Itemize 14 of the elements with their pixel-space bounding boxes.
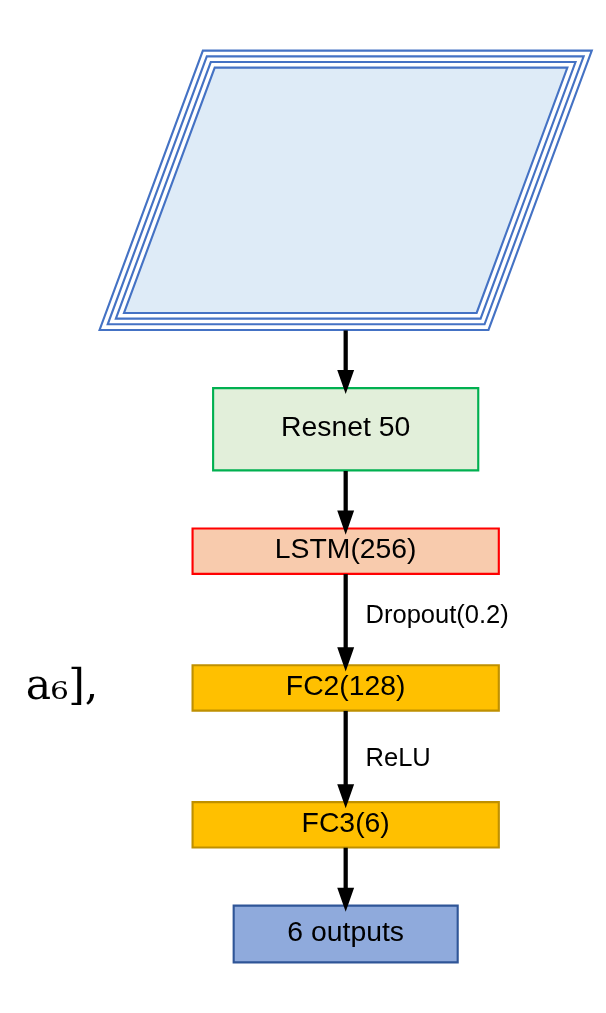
node-box: FC2(128) <box>191 664 500 712</box>
arrow <box>337 330 355 395</box>
arrow <box>337 710 355 809</box>
arrow <box>337 847 355 912</box>
node-parallelogram <box>98 49 594 332</box>
label: a₆], <box>25 659 99 709</box>
arrow <box>337 470 355 535</box>
node-box: FC3(6) <box>191 801 500 849</box>
edge-label: Dropout(0.2) <box>365 599 509 628</box>
arrow <box>337 574 355 672</box>
node-box: LSTM(256) <box>191 527 500 575</box>
node-box: 6 outputs <box>232 904 459 964</box>
node-box: Resnet 50 <box>212 387 480 472</box>
edge-label: ReLU <box>365 742 431 771</box>
